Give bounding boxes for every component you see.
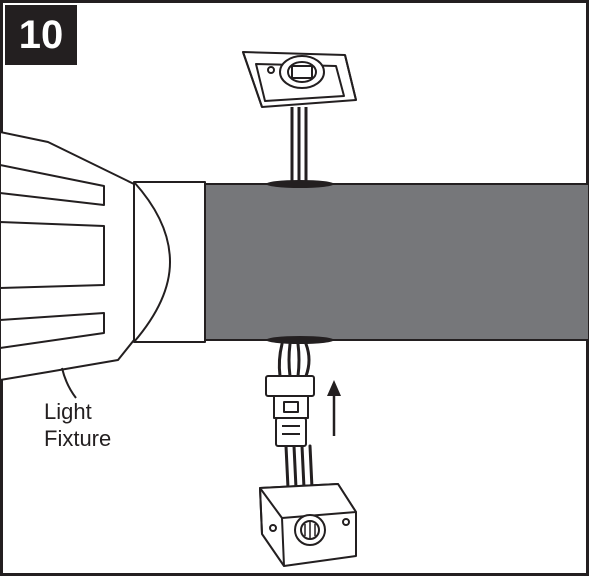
fixture-leader-line <box>61 367 77 399</box>
light-fixture-label: Light Fixture <box>44 398 111 452</box>
sensor-screw-right <box>342 518 350 526</box>
fixture-slot-mid <box>0 221 105 289</box>
fixture-slot-top <box>0 164 105 206</box>
fixture-slot-bottom <box>0 312 105 349</box>
top-socket-bracket <box>242 51 357 182</box>
socket-wires <box>290 107 308 182</box>
sensor-screw-left <box>269 524 277 532</box>
bracket-screw <box>267 66 275 74</box>
pipe-hole-bottom <box>266 336 334 344</box>
light-fixture-label-line2: Fixture <box>44 426 112 451</box>
pipe <box>204 183 589 341</box>
step-number-badge: 10 <box>5 5 77 65</box>
arrow-up-icon <box>327 380 341 436</box>
light-fixture <box>0 131 206 399</box>
light-fixture-label-line1: Light <box>44 399 92 424</box>
wire-connector <box>265 375 315 447</box>
wire-harness <box>277 342 314 490</box>
pipe-hole-top <box>266 180 334 188</box>
fixture-collar <box>133 181 206 343</box>
sensor-box <box>259 483 357 567</box>
